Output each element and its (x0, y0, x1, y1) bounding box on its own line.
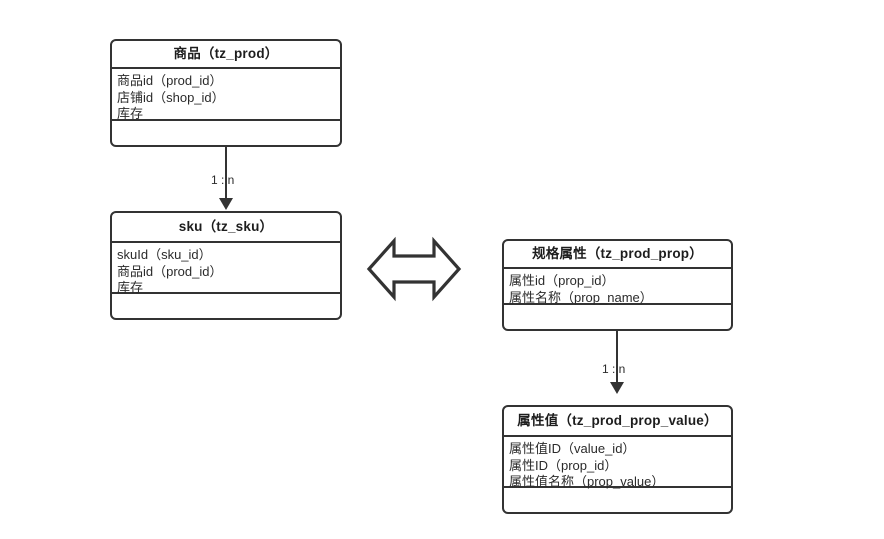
connector-label-cardinality: 1 : n (211, 173, 235, 187)
attribute-row: skuId（sku_id） (117, 247, 212, 262)
attribute-row: 属性ID（prop_id） (509, 457, 618, 473)
attribute-row: 属性值名称（prop_value） (509, 474, 665, 490)
entity-footer-prop-value (504, 488, 731, 512)
connector-label-cardinality: 1 : n (602, 362, 626, 376)
double-headed-arrow-icon (366, 235, 462, 303)
entity-box-sku[interactable]: sku（tz_sku） skuId（sku_id） 商品id（prod_id） … (110, 211, 342, 320)
attribute-row: 店铺id（shop_id） (117, 89, 225, 105)
entity-box-prop[interactable]: 规格属性（tz_prod_prop） 属性id（prop_id） 属性名称（pr… (502, 239, 733, 331)
attribute-row: 属性值ID（value_id） (509, 441, 636, 456)
entity-footer-sku (112, 294, 340, 318)
entity-box-prod[interactable]: 商品（tz_prod） 商品id（prod_id） 店铺id（shop_id） … (110, 39, 342, 147)
arrowhead-down-icon (219, 198, 233, 210)
entity-attributes-prod: 商品id（prod_id） 店铺id（shop_id） 库存 (112, 69, 340, 121)
entity-title-prop: 规格属性（tz_prod_prop） (504, 241, 731, 269)
attribute-row: 属性id（prop_id） (509, 273, 615, 288)
entity-footer-prop (504, 305, 731, 329)
entity-title-prod: 商品（tz_prod） (112, 41, 340, 69)
connector-line (225, 147, 227, 199)
connector-line (616, 331, 618, 383)
attribute-row: 库存 (117, 106, 144, 122)
entity-footer-prod (112, 121, 340, 145)
attribute-row: 商品id（prod_id） (117, 263, 223, 279)
entity-title-prop-value: 属性值（tz_prod_prop_value） (504, 407, 731, 437)
entity-attributes-sku: skuId（sku_id） 商品id（prod_id） 库存 (112, 243, 340, 296)
entity-attributes-prop-value: 属性值ID（value_id） 属性ID（prop_id） 属性值名称（prop… (504, 437, 731, 490)
attribute-row: 商品id（prod_id） (117, 73, 223, 88)
entity-attributes-prop: 属性id（prop_id） 属性名称（prop_name） (504, 269, 731, 305)
attribute-row: 属性名称（prop_name） (509, 289, 653, 305)
entity-box-prop-value[interactable]: 属性值（tz_prod_prop_value） 属性值ID（value_id） … (502, 405, 733, 514)
attribute-row: 库存 (117, 280, 144, 296)
entity-title-sku: sku（tz_sku） (112, 213, 340, 243)
arrowhead-down-icon (610, 382, 624, 394)
